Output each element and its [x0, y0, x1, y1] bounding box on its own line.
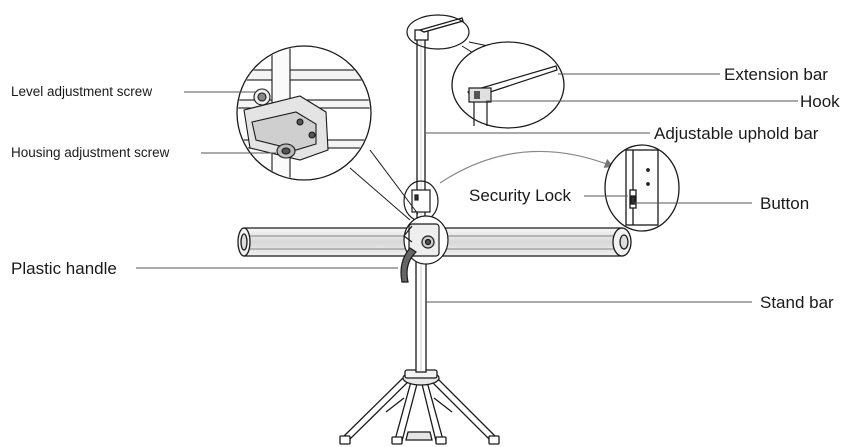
hook-zoom-large	[451, 41, 565, 129]
security-lock-zoom	[604, 144, 680, 232]
callout-arrow-lock	[439, 150, 615, 184]
extension-bar-top	[414, 17, 464, 41]
adjustment-zoom	[236, 45, 372, 181]
hook-zoom-small	[406, 14, 470, 50]
security-lock-small	[403, 180, 439, 222]
label-stand-bar: Stand bar	[760, 293, 834, 312]
label-housing-adjustment-screw: Housing adjustment screw	[11, 145, 170, 160]
label-extension-bar: Extension bar	[724, 65, 828, 84]
label-security-lock: Security Lock	[469, 186, 572, 205]
plastic-handle	[400, 247, 417, 283]
label-button: Button	[760, 194, 810, 213]
leader-lines	[136, 73, 798, 303]
label-plastic-handle: Plastic handle	[11, 259, 117, 278]
label-level-adjustment-screw: Level adjustment screw	[11, 84, 153, 99]
label-hook: Hook	[800, 92, 840, 111]
stand-bar	[415, 255, 427, 373]
label-adjustable-uphold-bar: Adjustable uphold bar	[654, 124, 819, 143]
tripod-legs	[339, 374, 500, 445]
